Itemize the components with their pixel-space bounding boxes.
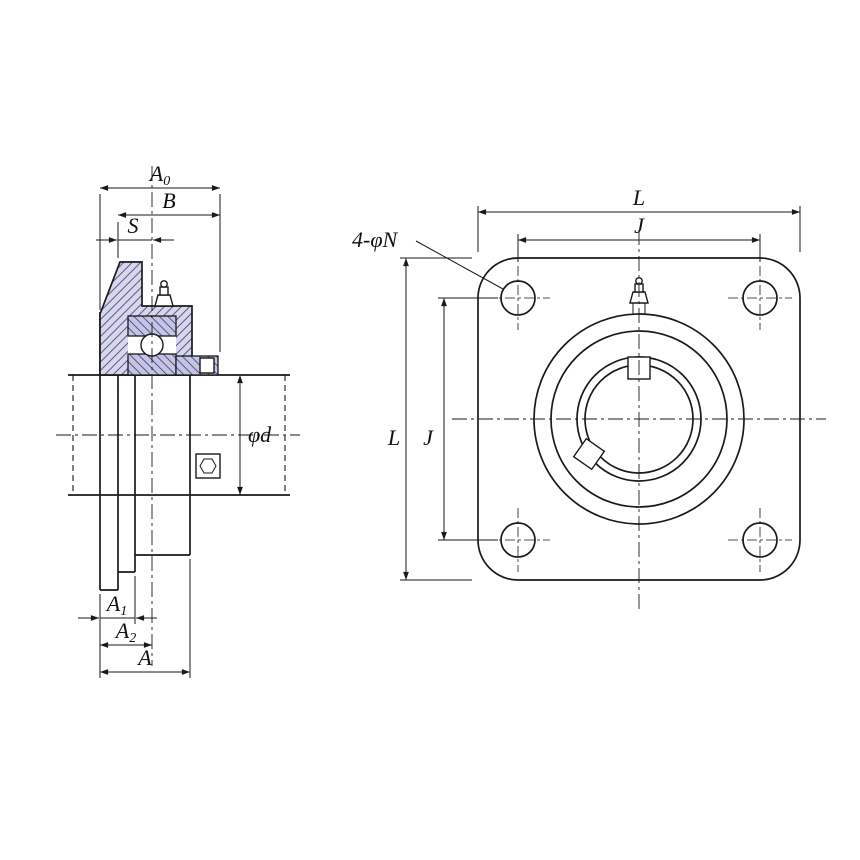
side-view: A0 B S φd A1 A2 [56,161,300,678]
set-screw-section [199,357,215,374]
dim-B: B [118,188,220,218]
bolt-hole-centermarks [486,266,792,572]
dim-J-top: J [518,213,760,243]
grease-nipple-hex [154,294,174,307]
set-screw-angled [572,437,606,471]
dim-label-A1: A1 [105,591,127,619]
dim-label-A1-sub: 1 [120,604,127,619]
dim-L-top: L [478,185,800,215]
dim-label-A2: A2 [114,618,136,646]
dim-label-J-side: J [423,425,434,450]
dim-S: S [96,213,174,243]
dim-label-L-top: L [632,185,645,210]
dim-label-bolt-note: 4-φN [352,227,398,252]
dim-label-A2-base: A [114,618,130,643]
dim-A2: A2 [100,618,152,648]
dim-J-side: J [423,298,447,540]
extension-lines-front [400,206,801,581]
dim-label-A0: A0 [148,161,170,189]
dim-phi-d: φd [237,375,272,495]
dim-label-A0-sub: 0 [163,174,170,189]
dim-label-A0-base: A [148,161,164,186]
grease-fitting-side [154,280,174,307]
front-view: L J L J 4-φN [352,185,826,612]
dim-A1: A1 [78,591,157,621]
dim-label-S: S [128,213,139,238]
note-bolt-holes: 4-φN [352,227,504,290]
dim-label-B: B [162,188,175,213]
bolt-holes [486,266,792,572]
dim-A0: A0 [100,161,220,191]
extension-lines-side [99,194,221,678]
dim-label-J-top: J [634,213,645,238]
dim-label-A2-sub: 2 [129,631,136,646]
bearing-insert-section [127,315,219,376]
set-screw-hex-socket [195,453,221,479]
dim-label-A1-base: A [105,591,121,616]
dim-L-side: L [387,258,409,580]
dim-label-phi-d: φd [248,422,272,447]
dim-label-L-side: L [387,425,400,450]
grease-nipple-hex-front [629,291,649,304]
hex-socket-icon [199,458,217,474]
grease-nipple-tip [160,280,168,288]
dim-label-A: A [136,645,152,670]
dim-A: A [100,645,190,675]
grease-nipple-stem [159,286,169,296]
